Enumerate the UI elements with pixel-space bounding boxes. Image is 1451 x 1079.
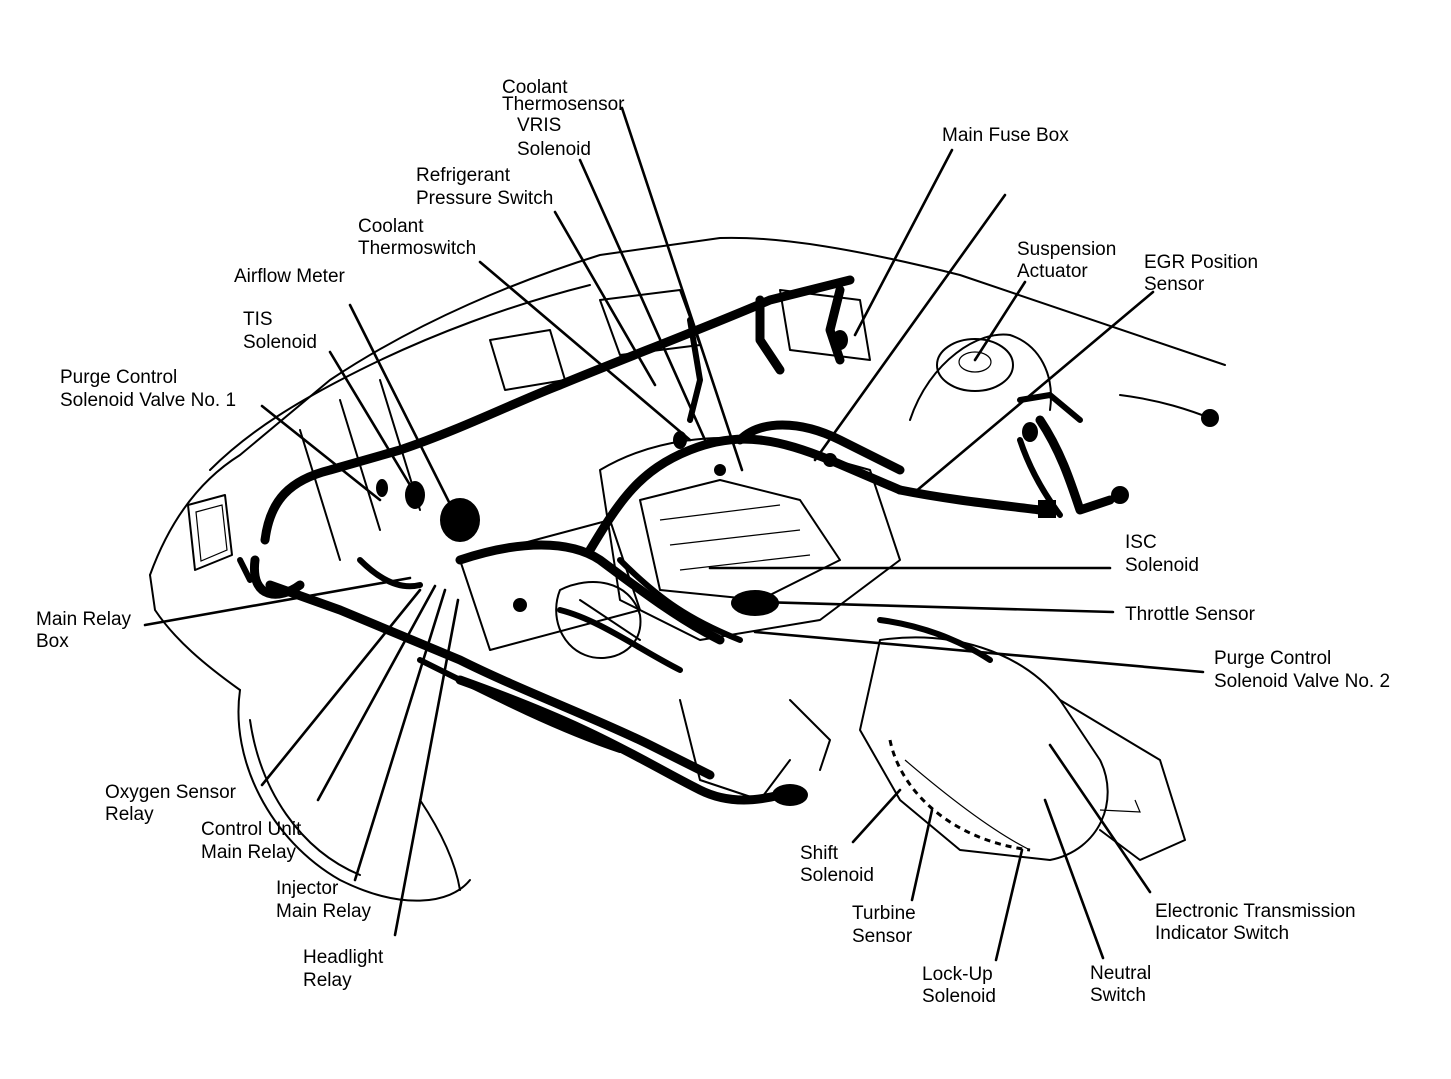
label-main-relay-box: Main Relay Box	[36, 609, 136, 652]
leader-shift-solenoid	[851, 788, 902, 844]
leader-neutral-switch	[1043, 798, 1105, 960]
label-shift-solenoid: Shift Solenoid	[800, 843, 874, 886]
label-suspension-actuator: Suspension Actuator	[1017, 239, 1122, 282]
callout-labels: Coolant Thermosensor VRIS Solenoid Refri…	[36, 77, 1390, 1007]
leader-main-fuse-box	[853, 148, 954, 337]
label-oxygen-sensor-relay: Oxygen Sensor Relay	[105, 782, 241, 825]
leader-oxygen-sensor-relay	[260, 588, 422, 787]
label-coolant-thermoswitch: Coolant Thermoswitch	[358, 216, 476, 259]
label-control-unit-main-relay: Control Unit Main Relay	[201, 819, 307, 863]
wiring-harness	[237, 275, 1219, 806]
leader-control-unit-main-relay	[316, 584, 437, 802]
label-refrigerant-pressure-switch: Refrigerant Pressure Switch	[416, 165, 553, 209]
leader-injector-main-relay	[353, 588, 447, 882]
leader-coolant-thermosensor	[620, 106, 744, 472]
leader-vris-solenoid	[578, 158, 707, 442]
leader-airflow-meter	[348, 303, 455, 512]
label-lock-up-solenoid: Lock-Up Solenoid	[922, 964, 998, 1007]
label-purge-control-1: Purge Control Solenoid Valve No. 1	[60, 367, 236, 411]
leader-coolant-thermoswitch	[478, 260, 692, 442]
leader-turbine-sensor	[910, 808, 934, 902]
leader-refrigerant-pressure-switch	[553, 210, 657, 387]
label-egr-position-sensor: EGR Position Sensor	[1144, 252, 1263, 295]
label-vris-solenoid: VRIS Solenoid	[517, 115, 591, 160]
label-airflow-meter: Airflow Meter	[234, 266, 346, 287]
label-coolant-thermosensor: Coolant Thermosensor	[502, 77, 625, 115]
leader-tis-solenoid	[328, 350, 415, 492]
leader-suspension-actuator	[973, 280, 1027, 362]
label-isc-solenoid: ISC Solenoid	[1125, 532, 1199, 576]
leader-main-fuse-box-2	[813, 193, 1007, 462]
label-main-fuse-box: Main Fuse Box	[942, 125, 1069, 146]
leader-headlight-relay	[393, 598, 460, 937]
leader-lock-up-solenoid	[994, 848, 1024, 962]
label-headlight-relay: Headlight Relay	[303, 947, 389, 991]
leader-lines	[143, 106, 1205, 962]
label-purge-control-2: Purge Control Solenoid Valve No. 2	[1214, 648, 1390, 692]
label-injector-main-relay: Injector Main Relay	[276, 878, 372, 922]
leader-purge-control-1	[260, 404, 382, 502]
leader-egr-position-sensor	[913, 290, 1155, 494]
label-throttle-sensor: Throttle Sensor	[1125, 604, 1256, 625]
leader-purge-control-2	[753, 630, 1205, 674]
label-electronic-transmission-indicator: Electronic Transmission Indicator Switch	[1155, 901, 1361, 944]
label-neutral-switch: Neutral Switch	[1090, 963, 1157, 1006]
label-turbine-sensor: Turbine Sensor	[852, 903, 921, 947]
leader-electronic-transmission-indicator	[1048, 743, 1152, 894]
label-tis-solenoid: TIS Solenoid	[243, 309, 317, 353]
leader-throttle-sensor	[758, 600, 1115, 614]
leader-main-relay-box	[143, 576, 412, 627]
